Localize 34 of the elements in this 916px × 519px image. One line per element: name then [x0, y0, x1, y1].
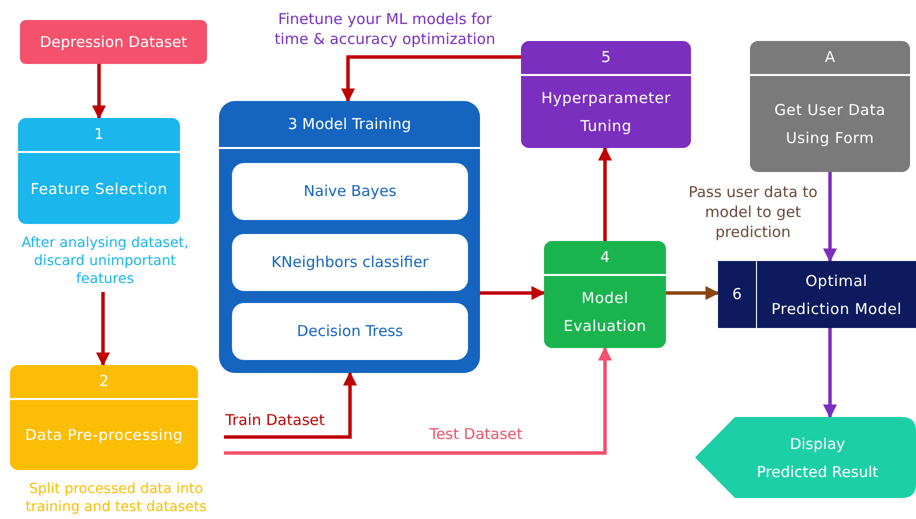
box-title: Depression Dataset: [40, 32, 188, 53]
edge-label: Test Dataset: [428, 424, 524, 444]
arrow: [823, 172, 837, 262]
step-note: Split processed data into training and test datasets: [24, 480, 208, 516]
arrow: [666, 286, 720, 300]
display-text: Display Predicted Result: [756, 434, 880, 482]
step-title: Data Pre-processing: [24, 425, 184, 446]
step-number: 6: [718, 261, 757, 328]
arrow: [92, 64, 106, 120]
step-title: Get User Data Using Form: [773, 100, 887, 149]
arrow: [341, 55, 521, 102]
step-number: 5: [521, 41, 691, 76]
step-number: 4: [544, 241, 666, 276]
arrow: [224, 346, 612, 455]
arrow: [224, 372, 357, 439]
step-note: After analysing dataset, discard unimportant features: [20, 234, 190, 288]
model-name: KNeighbors classifier: [271, 252, 429, 274]
arrow: [598, 146, 612, 241]
step-number: 2: [10, 365, 198, 400]
model-name: Decision Tress: [296, 321, 404, 342]
edge-label: Train Dataset: [224, 410, 326, 430]
arrow: [480, 286, 546, 300]
arrow: [823, 328, 837, 418]
arrow: [96, 292, 110, 366]
step-number: A: [750, 41, 910, 76]
model-name: Naive Bayes: [304, 181, 396, 202]
step-title: Model Evaluation: [562, 288, 648, 337]
edge-label: Pass user data to model to get prediction: [687, 182, 819, 242]
step-number: 1: [18, 118, 180, 153]
edge-label: Finetune your ML models for time & accuracy optimization: [274, 9, 496, 49]
step-title: Hyperparameter Tuning: [540, 88, 672, 137]
panel-title: 3 Model Training: [219, 101, 480, 149]
step-title: Feature Selection: [30, 178, 168, 200]
step-title: Optimal Prediction Model: [770, 270, 903, 320]
